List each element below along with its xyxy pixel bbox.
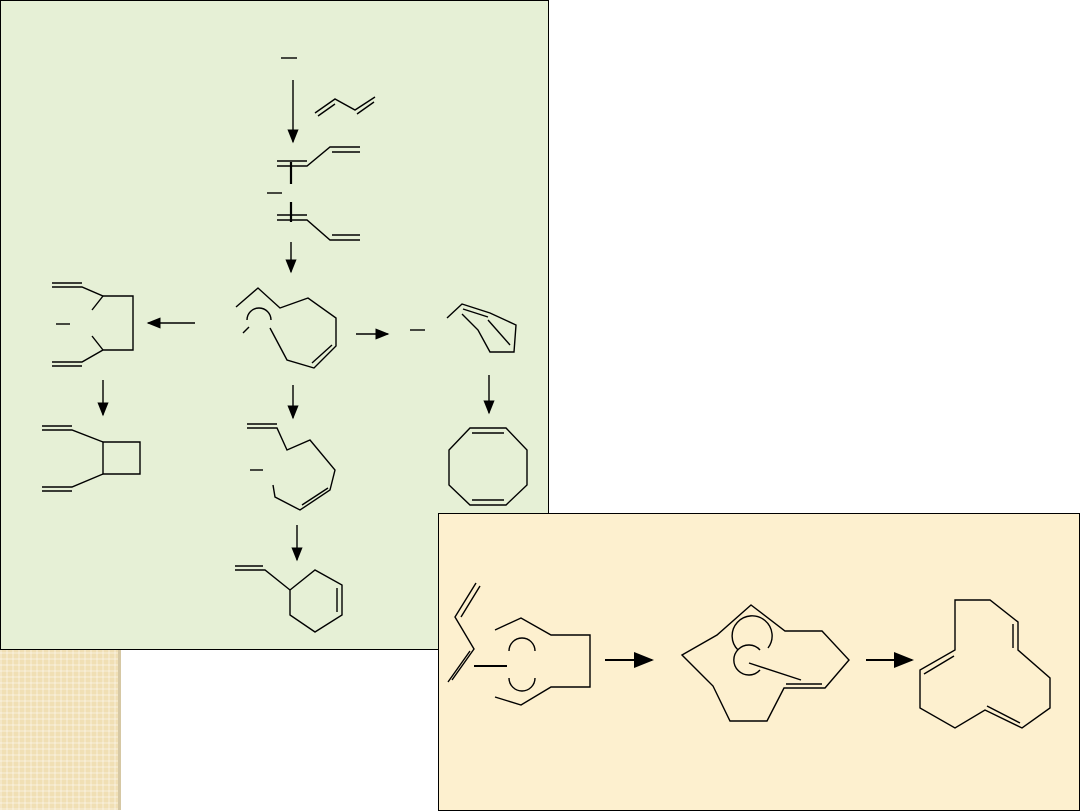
cyclotrimerization-panel — [438, 513, 1080, 811]
vinylcyclohexene — [235, 565, 343, 633]
cyclododecatriene — [919, 599, 1051, 729]
cyclooctadiene — [448, 427, 528, 506]
divinylcyclobutane — [42, 425, 141, 492]
butadiene-bis-allyl-complex — [447, 582, 591, 706]
butadiene-molecule — [314, 96, 376, 117]
vinyl-ring-complex — [247, 423, 336, 511]
cyclooctadiene-complex — [410, 303, 517, 353]
allyl-c8-complex — [235, 287, 337, 369]
bis-allyl-complex — [52, 282, 134, 367]
decorative-texture-strip — [0, 650, 121, 810]
c12-allyl-complex — [680, 604, 850, 722]
bis-butadiene-complex — [267, 146, 360, 241]
